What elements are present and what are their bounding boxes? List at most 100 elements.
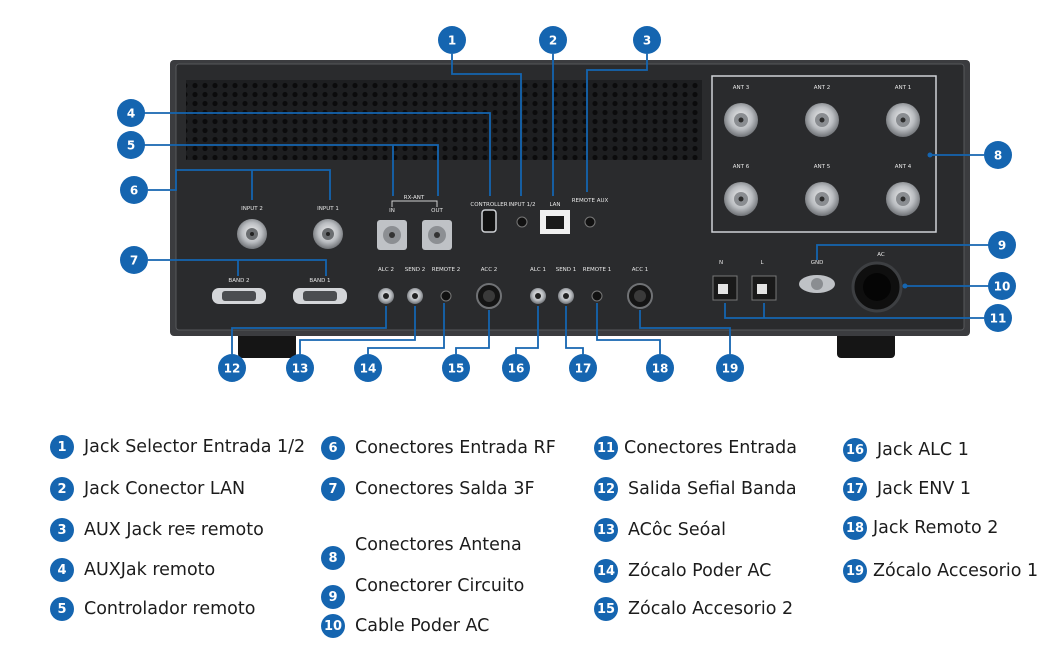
- legend-item-4: 4 AUXJak remoto: [50, 558, 215, 582]
- legend-item-7: 7 Conectores Salda 3F: [321, 477, 535, 501]
- send1-jack[interactable]: [558, 288, 574, 304]
- label-ant5: ANT 5: [814, 164, 831, 170]
- legend-item-11: 11 Conectores Entrada: [594, 436, 797, 460]
- remote-aux-jack[interactable]: [584, 216, 596, 228]
- callout-14: 14: [354, 354, 382, 382]
- legend-item-16: 16 Jack ALC 1: [843, 438, 969, 462]
- input2-connector[interactable]: [237, 219, 267, 249]
- label-input12: INPUT 1/2: [508, 202, 535, 208]
- legend-badge-8: 8: [321, 546, 345, 570]
- callout-2: 2: [539, 26, 567, 54]
- legend-text-1: Jack Selector Entrada 1/2: [84, 437, 306, 457]
- label-ant4: ANT 4: [895, 164, 912, 170]
- rx-ant-out-connector[interactable]: [422, 220, 452, 250]
- legend-item-17: 17 Jack ENV 1: [843, 477, 971, 501]
- acc1-socket[interactable]: [627, 283, 653, 309]
- legend-badge-3: 3: [50, 518, 74, 542]
- remote1-jack[interactable]: [591, 290, 603, 302]
- label-acc1: ACC 1: [632, 267, 649, 273]
- label-acc2: ACC 2: [481, 267, 498, 273]
- legend-item-18: 18 Jack Remoto 2: [843, 516, 998, 540]
- legend-text-8: Conectores Antena: [355, 535, 522, 555]
- leader-dots: [902, 152, 933, 289]
- ant2-connector[interactable]: [805, 103, 839, 137]
- ant5-connector[interactable]: [805, 182, 839, 216]
- rx-ant-in-connector[interactable]: [377, 220, 407, 250]
- label-in: IN: [389, 208, 395, 214]
- gnd-terminal[interactable]: [799, 275, 835, 293]
- svg-text:8: 8: [994, 149, 1002, 163]
- legend-badge-2: 2: [50, 477, 74, 501]
- svg-text:7: 7: [130, 254, 138, 268]
- label-controller: CONTROLLER: [470, 202, 507, 208]
- label-ant3: ANT 3: [733, 85, 750, 91]
- label-input2: INPUT 2: [241, 206, 263, 212]
- svg-text:17: 17: [575, 362, 592, 376]
- ant1-connector[interactable]: [886, 103, 920, 137]
- legend-text-12: Salida Sefial Banda: [628, 479, 797, 499]
- legend-text-7: Conectores Salda 3F: [355, 479, 535, 499]
- label-alc2: ALC 2: [378, 267, 394, 273]
- legend-badge-10: 10: [321, 614, 345, 638]
- input1-connector[interactable]: [313, 219, 343, 249]
- callout-9: 9: [988, 231, 1016, 259]
- legend-badge-14: 14: [594, 559, 618, 583]
- svg-text:9: 9: [998, 239, 1006, 253]
- svg-text:10: 10: [994, 280, 1011, 294]
- legend-text-15: Zócalo Accesorio 2: [628, 599, 794, 619]
- legend-item-2: 2 Jack Conector LAN: [50, 477, 245, 501]
- legend-badge-4: 4: [50, 558, 74, 582]
- legend-badge-7: 7: [321, 477, 345, 501]
- label-n: N: [719, 260, 723, 266]
- band2-port[interactable]: [212, 288, 266, 304]
- legend-badge-17: 17: [843, 477, 867, 501]
- alc1-jack[interactable]: [530, 288, 546, 304]
- legend-item-5: 5 Controlador remoto: [50, 597, 255, 621]
- band1-port[interactable]: [293, 288, 347, 304]
- input12-jack[interactable]: [516, 216, 528, 228]
- acc2-socket[interactable]: [476, 283, 502, 309]
- label-band1: BAND 1: [309, 278, 330, 284]
- callout-7: 7: [120, 246, 148, 274]
- breaker-l[interactable]: [751, 275, 777, 301]
- legend-text-19: Zócalo Accesorio 1: [873, 561, 1039, 581]
- label-l: L: [760, 260, 764, 266]
- ac-inlet[interactable]: [851, 261, 903, 313]
- breaker-n[interactable]: [712, 275, 738, 301]
- legend-text-2: Jack Conector LAN: [84, 479, 246, 499]
- svg-text:16: 16: [508, 362, 525, 376]
- legend-text-3: AUX Jack re⩳ remoto: [84, 520, 264, 540]
- svg-text:5: 5: [127, 139, 135, 153]
- label-out: OUT: [431, 208, 443, 214]
- legend-item-15: 15 Zócalo Accesorio 2: [594, 597, 793, 621]
- label-input1: INPUT 1: [317, 206, 339, 212]
- legend-item-1: 1 Jack Selector Entrada 1/2: [50, 435, 305, 459]
- ant6-connector[interactable]: [724, 182, 758, 216]
- callout-11: 11: [984, 304, 1012, 332]
- callout-6: 6: [120, 176, 148, 204]
- send2-jack[interactable]: [407, 288, 423, 304]
- remote2-jack[interactable]: [440, 290, 452, 302]
- label-ac: AC: [877, 252, 885, 258]
- alc2-jack[interactable]: [378, 288, 394, 304]
- svg-text:15: 15: [448, 362, 465, 376]
- callout-4: 4: [117, 99, 145, 127]
- svg-text:1: 1: [448, 34, 456, 48]
- legend-badge-18: 18: [843, 516, 867, 540]
- legend-badge-16: 16: [843, 438, 867, 462]
- label-ant2: ANT 2: [814, 85, 830, 91]
- callout-badges: 1 2 3 4 5 6 7 8 9 10 11 12 13 14 15 16 1…: [117, 26, 1016, 382]
- legend-badge-12: 12: [594, 477, 618, 501]
- label-remote-aux: REMOTE AUX: [572, 198, 609, 204]
- controller-port[interactable]: [481, 209, 497, 233]
- leader-lines: [144, 54, 990, 354]
- legend-badge-13: 13: [594, 518, 618, 542]
- ant3-connector[interactable]: [724, 103, 758, 137]
- label-alc1: ALC 1: [530, 267, 546, 273]
- legend-text-13: ACôc Seóal: [628, 520, 726, 540]
- label-send1: SEND 1: [556, 267, 577, 273]
- ant4-connector[interactable]: [886, 182, 920, 216]
- rear-panel-diagram: ANT 3 ANT 2 ANT 1 ANT 6 ANT 5 ANT 4 INPU…: [117, 26, 1016, 382]
- legend-text-5: Controlador remoto: [84, 599, 256, 619]
- svg-text:11: 11: [990, 312, 1007, 326]
